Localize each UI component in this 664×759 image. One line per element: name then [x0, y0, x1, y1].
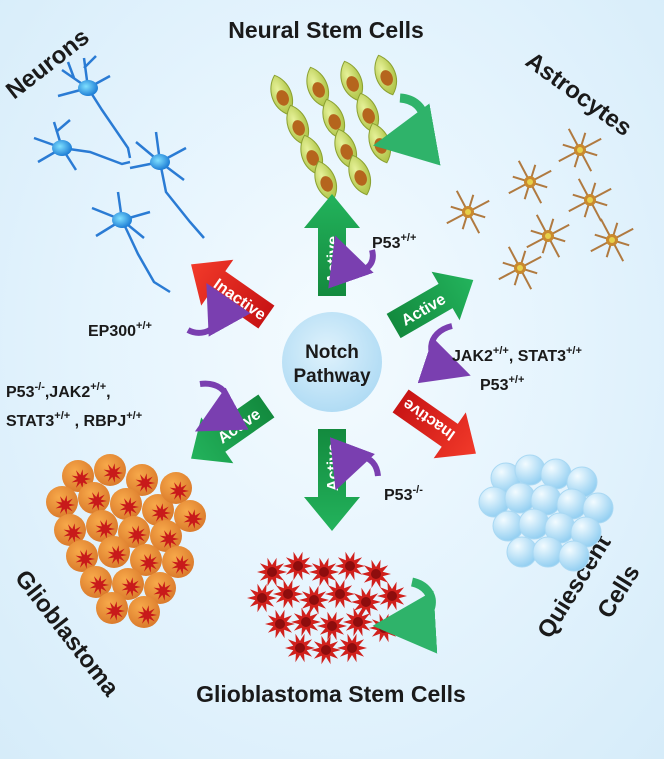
self-renewal-arrow-bottom — [372, 577, 438, 654]
factor-down: P53-/- — [384, 484, 423, 504]
quiescent-cell — [540, 458, 572, 490]
glioblastoma-stem-cell — [311, 635, 341, 665]
neuron — [91, 191, 171, 294]
glioblastoma-stem-cell — [369, 613, 399, 643]
glioblastoma-cell — [128, 596, 160, 628]
neural-stem-cell-cluster — [270, 54, 397, 202]
arrow-lower-right-inactive: Inactive — [392, 389, 476, 459]
arrow-up-active: Active — [304, 194, 360, 296]
glioblastoma-stem-cell — [351, 587, 381, 617]
glioblastoma-cell — [86, 510, 118, 542]
quiescent-cell — [518, 508, 550, 540]
neurons-illustration — [33, 55, 205, 294]
glioblastoma-cell — [118, 516, 150, 548]
glioblastoma-cell — [126, 464, 158, 496]
glioblastoma-stem-cell — [337, 633, 367, 663]
neuron — [129, 131, 205, 239]
quiescent-cell — [532, 536, 564, 568]
glioblastoma-stem-cell — [283, 551, 313, 581]
glioblastoma-cell — [94, 454, 126, 486]
factor-lower-left-line2: STAT3+/+ , RBPJ+/+ — [6, 410, 142, 430]
glioblastoma-stem-cell — [273, 579, 303, 609]
glioblastoma-stem-cell — [247, 583, 277, 613]
glioblastoma-cell — [142, 494, 174, 526]
glioblastoma-stem-cell — [291, 607, 321, 637]
glioblastoma-cell — [162, 546, 194, 578]
pathway-label: Pathway — [293, 366, 371, 387]
arrow-down-active: Active — [304, 429, 360, 531]
neural-stem-cell — [374, 54, 397, 96]
neural-stem-cell — [306, 66, 329, 108]
glioblastoma-stem-cell — [257, 557, 287, 587]
factor-lower-left-line1: P53-/-,JAK2+/+, — [6, 381, 111, 401]
neural-stem-cell — [270, 74, 293, 116]
feedback-arrow-down — [329, 437, 381, 491]
glioblastoma-cell — [66, 540, 98, 572]
feedback-arrow-lower-left — [194, 380, 249, 432]
glioblastoma-stem-cell — [309, 557, 339, 587]
quiescent-cell — [558, 540, 590, 572]
glioblastoma-cell — [112, 568, 144, 600]
glioblastoma-stem-cell — [285, 633, 315, 663]
glioblastoma-cell — [98, 536, 130, 568]
astrocyte — [508, 160, 552, 204]
glioblastoma-cell — [150, 520, 182, 552]
notch-pathway-node — [282, 312, 382, 412]
neural-stem-cell — [348, 154, 371, 196]
glioblastoma-cell — [62, 460, 94, 492]
feedback-arrow-upper-right — [417, 323, 471, 384]
glioblastoma-stem-cell — [335, 551, 365, 581]
glioblastoma-cell — [46, 486, 78, 518]
glioblastoma-stem-cells-title: Glioblastoma Stem Cells — [196, 681, 466, 707]
glioblastoma-cell — [144, 572, 176, 604]
factor-up: P53+/+ — [372, 232, 416, 252]
glioblastoma-cell — [80, 566, 112, 598]
glioblastoma-cell — [96, 592, 128, 624]
glioblastoma-stem-cells-illustration — [247, 551, 407, 665]
quiescent-cell — [514, 454, 546, 486]
glioblastoma-stem-cell — [317, 611, 347, 641]
astrocytes-illustration — [446, 128, 634, 290]
astrocyte — [558, 128, 602, 172]
neural-stem-cell — [314, 160, 337, 202]
glioblastoma-cell — [130, 544, 162, 576]
notch-label: Notch — [305, 342, 359, 363]
factor-upper-right-line2: P53+/+ — [480, 374, 524, 394]
neuron — [57, 55, 132, 159]
glioblastoma-stem-cell — [325, 579, 355, 609]
astrocyte — [446, 190, 490, 234]
quiescent-cell — [492, 510, 524, 542]
svg-text:Active: Active — [325, 236, 342, 284]
astrocyte — [498, 246, 542, 290]
glioblastoma-stem-cell — [343, 607, 373, 637]
glioblastoma-cell — [110, 488, 142, 520]
factor-upper-left: EP300+/+ — [88, 320, 152, 340]
svg-text:Active: Active — [325, 443, 342, 491]
neural-stem-cell — [322, 98, 345, 140]
glioblastoma-illustration — [46, 454, 206, 628]
astrocyte — [590, 218, 634, 262]
factor-upper-right-line1: JAK2+/+, STAT3+/+ — [452, 345, 582, 365]
neuron — [33, 119, 131, 171]
quiescent-cell — [504, 482, 536, 514]
quiescent-cells-illustration — [478, 454, 614, 572]
glioblastoma-stem-cell — [377, 581, 407, 611]
glioblastoma-cell — [160, 472, 192, 504]
glioblastoma-stem-cell — [299, 585, 329, 615]
astrocyte — [568, 178, 612, 222]
self-renewal-arrow-top — [372, 93, 441, 166]
feedback-arrow-up — [328, 235, 376, 289]
glioblastoma-cell — [54, 514, 86, 546]
glioblastoma-stem-cell — [265, 609, 295, 639]
glioblastoma-stem-cell — [361, 559, 391, 589]
glioblastoma-cell — [174, 500, 206, 532]
feedback-arrow-upper-left — [186, 283, 251, 337]
glioblastoma-cell — [78, 482, 110, 514]
arrow-upper-left-inactive: Inactive — [191, 259, 275, 329]
astrocyte — [526, 214, 570, 258]
neural-stem-cells-title: Neural Stem Cells — [228, 17, 424, 43]
astrocytes-title: Astrocytes — [520, 47, 636, 142]
